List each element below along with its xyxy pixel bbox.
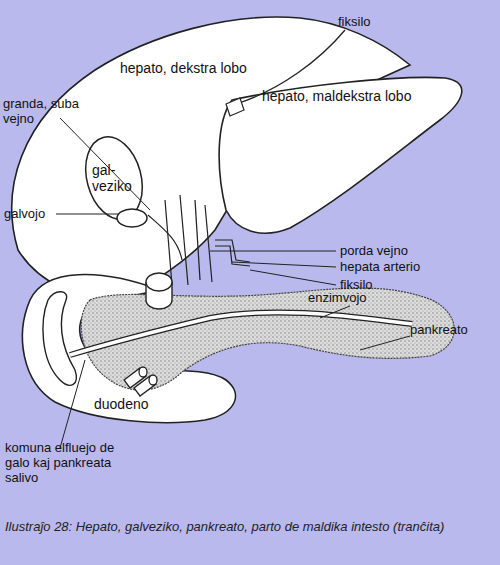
part-label: galvojo: [4, 206, 64, 221]
part-label: granda, suba vejno: [3, 96, 83, 126]
part-label: hepato, dekstra lobo: [120, 60, 290, 76]
vena-cava: [146, 273, 172, 309]
part-label: komuna elfluejo de galo kaj pankreata sa…: [5, 440, 140, 485]
part-label: hepata arterio: [340, 259, 460, 274]
ligament-cylinder: [226, 98, 244, 116]
hilum-vessels: [148, 195, 250, 285]
mesenteric-vessels: [124, 367, 157, 396]
bile-duct: [117, 209, 147, 227]
part-label: duodeno: [94, 396, 184, 412]
pancreatic-duct: [70, 312, 412, 355]
part-label: enzimvojo: [308, 290, 408, 305]
part-label: hepato, maldekstra lobo: [262, 88, 452, 104]
figure-caption: Ilustraĵo 28: Hepato, galveziko, pankrea…: [5, 518, 475, 535]
part-label: fiksilo: [340, 277, 420, 292]
pancreatic-duct-lumen: [70, 312, 412, 355]
part-label: porda vejno: [340, 243, 460, 258]
duodenum-cut: [43, 292, 76, 385]
part-label: fiksilo: [338, 14, 408, 29]
part-label: gal- veziko: [92, 162, 142, 194]
part-label: pankreato: [410, 322, 500, 337]
liver-left-lobe: [219, 77, 462, 233]
